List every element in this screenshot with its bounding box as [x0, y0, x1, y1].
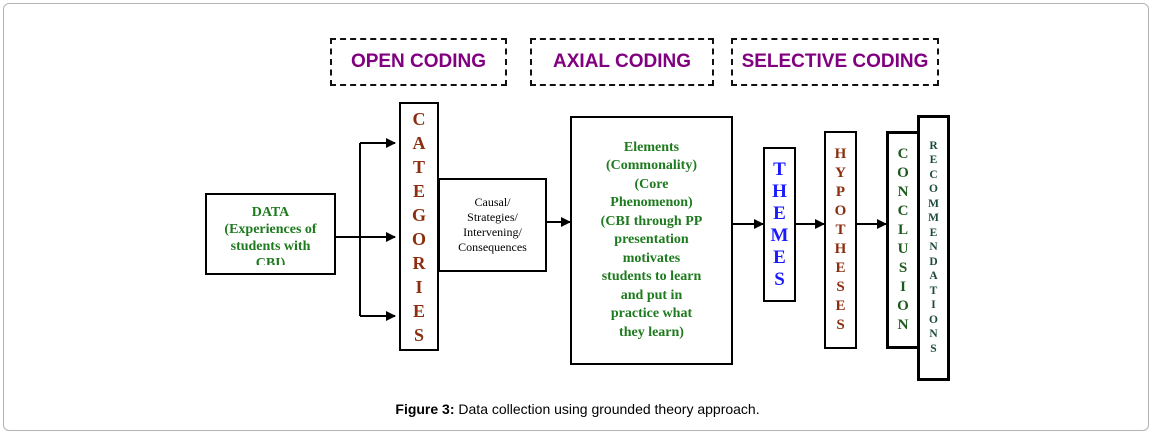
- letter: H: [834, 241, 847, 257]
- letter: T: [412, 156, 425, 177]
- letter: S: [898, 260, 908, 276]
- letter: O: [834, 203, 847, 219]
- letter: Y: [835, 165, 846, 181]
- letter: E: [929, 226, 938, 239]
- caption-label: Figure 3:: [395, 401, 455, 417]
- elements-line: students to learn: [601, 269, 702, 285]
- elements-line: and put in: [620, 287, 683, 303]
- elements-line: (CBI through PP: [600, 213, 703, 229]
- data-line: CBI): [255, 255, 286, 265]
- letter: M: [770, 225, 789, 246]
- letter: M: [928, 212, 939, 225]
- letter: I: [931, 299, 936, 312]
- letter: T: [773, 159, 786, 180]
- letter: L: [897, 222, 908, 238]
- elements-line: presentation: [614, 232, 689, 248]
- open-coding-text: OPEN CODING: [350, 51, 487, 72]
- selective-coding-text: SELECTIVE CODING: [741, 51, 929, 72]
- letter: C: [929, 168, 938, 181]
- letter: N: [929, 241, 938, 254]
- letter: H: [772, 181, 787, 202]
- letter: R: [412, 252, 426, 273]
- letter: S: [774, 269, 785, 290]
- letter: H: [834, 146, 847, 162]
- paradigm-line: Intervening/: [463, 225, 522, 239]
- elements-line: Phenomenon): [610, 195, 693, 211]
- data-box: DATA (Experiences of students with CBI): [205, 193, 336, 275]
- elements-line: (Commonality): [606, 158, 697, 174]
- selective-coding-label: SELECTIVE CODING: [731, 38, 939, 86]
- letter: N: [897, 184, 909, 200]
- letter: U: [897, 241, 909, 257]
- elements-line: (Core: [634, 176, 669, 192]
- letter: C: [412, 108, 426, 129]
- paradigm-line: Causal/: [474, 195, 511, 209]
- letter: E: [773, 247, 786, 268]
- figure-frame: [3, 3, 1149, 431]
- letter: I: [900, 279, 906, 295]
- elements-line: they learn): [619, 324, 684, 340]
- paradigm-line: Strategies/: [467, 210, 518, 224]
- data-line: students with: [230, 238, 311, 254]
- letter: G: [411, 204, 426, 225]
- letter: T: [835, 222, 846, 238]
- letter: T: [929, 284, 938, 297]
- letter: E: [773, 203, 786, 224]
- axial-coding-label: AXIAL CODING: [530, 38, 714, 86]
- elements-line: Elements: [623, 139, 680, 155]
- axial-coding-text: AXIAL CODING: [553, 51, 691, 72]
- letter: E: [835, 298, 846, 314]
- letter: S: [836, 279, 845, 295]
- letter: O: [897, 298, 909, 314]
- letter: A: [929, 270, 938, 283]
- letter: E: [412, 180, 425, 201]
- letter: A: [412, 132, 426, 153]
- letter: C: [897, 146, 909, 162]
- letter: N: [929, 328, 938, 341]
- letter: O: [929, 313, 938, 326]
- letter: S: [930, 342, 937, 355]
- elements-line: motivates: [622, 250, 681, 266]
- letter: S: [836, 317, 845, 333]
- letter: P: [835, 184, 846, 200]
- letter: O: [411, 228, 426, 249]
- letter: S: [413, 324, 424, 345]
- letter: I: [415, 276, 423, 297]
- elements-line: practice what: [610, 306, 693, 322]
- letter: E: [835, 260, 846, 276]
- data-line: (Experiences of: [224, 221, 317, 237]
- letter: E: [412, 300, 425, 321]
- letter: O: [929, 183, 938, 196]
- letter: R: [929, 139, 938, 152]
- figure-caption: Figure 3: Data collection using grounded…: [0, 401, 1155, 417]
- letter: O: [897, 165, 909, 181]
- data-title: DATA: [251, 204, 290, 220]
- open-coding-label: OPEN CODING: [330, 38, 507, 86]
- letter: D: [929, 255, 938, 268]
- caption-text: Data collection using grounded theory ap…: [454, 401, 760, 417]
- letter: M: [928, 197, 939, 210]
- letter: N: [897, 317, 909, 333]
- letter: E: [929, 154, 938, 167]
- paradigm-line: Consequences: [458, 240, 527, 254]
- paradigm-box: Causal/ Strategies/ Intervening/ Consequ…: [438, 178, 547, 272]
- letter: C: [897, 203, 909, 219]
